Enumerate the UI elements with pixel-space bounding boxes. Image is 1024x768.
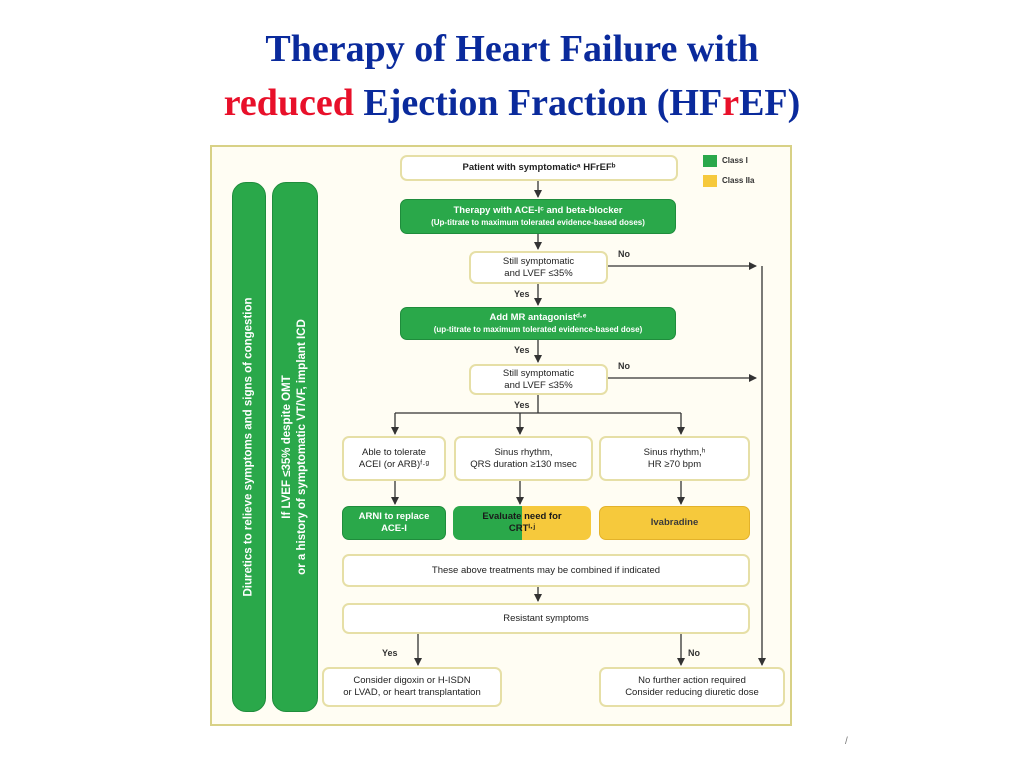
node-tolerate-acei: Able to tolerate ACEI (or ARB)ᶠ·ᵍ — [342, 436, 446, 481]
node-no-further-line1: No further action required — [638, 675, 746, 686]
node-combined: These above treatments may be combined i… — [342, 554, 750, 587]
icd-bar: If LVEF ≤35% despite OMT or a history of… — [272, 182, 318, 712]
node-sinus-hr: Sinus rhythm,ʰ HR ≥70 bpm — [599, 436, 750, 481]
legend-class1-label: Class I — [722, 156, 748, 165]
label-no-3: No — [688, 648, 700, 658]
node-resistant: Resistant symptoms — [342, 603, 750, 634]
page-number: / — [845, 736, 848, 747]
node-acei-betablocker: Therapy with ACE-Iᶜ and beta-blocker (Up… — [400, 199, 676, 234]
node-patient-symptomatic-text: Patient with symptomaticᵃ HFrEFᵇ — [462, 162, 616, 173]
icd-bar-text: If LVEF ≤35% despite OMT or a history of… — [280, 227, 310, 667]
node-decision-2-line1: Still symptomatic — [502, 367, 575, 379]
node-no-further: No further action required Consider redu… — [599, 667, 785, 707]
node-digoxin-line1: Consider digoxin or H-ISDN — [353, 675, 471, 686]
node-mra-subtitle: (up-titrate to maximum tolerated evidenc… — [433, 324, 643, 334]
legend-class2a-label: Class IIa — [722, 176, 755, 185]
node-mra-title: Add MR antagonistᵈ·ᵉ — [489, 311, 587, 323]
label-yes-4: Yes — [382, 648, 398, 658]
title-highlight-reduced: reduced — [223, 82, 354, 124]
node-mr-antagonist: Add MR antagonistᵈ·ᵉ (up-titrate to maxi… — [400, 307, 676, 340]
node-evaluate-crt-text: Evaluate need for CRTⁱ·ʲ — [453, 511, 591, 535]
label-no-2: No — [618, 361, 630, 371]
node-arni: ARNI to replace ACE-I — [342, 506, 446, 540]
legend-class2a-swatch — [703, 175, 717, 187]
node-acei-subtitle: (Up-titrate to maximum tolerated evidenc… — [431, 217, 645, 227]
node-evaluate-crt-class1 — [453, 506, 522, 540]
node-sinus-hr-line1: Sinus rhythm,ʰ — [643, 446, 706, 458]
page-title-line2: reduced Ejection Fraction (HFrEF) — [0, 81, 1024, 125]
icd-bar-line2: or a history of symptomatic VT/VF, impla… — [296, 319, 308, 575]
label-no-1: No — [618, 249, 630, 259]
node-decision-2: Still symptomatic and LVEF ≤35% — [469, 364, 608, 395]
legend-class1-swatch — [703, 155, 717, 167]
node-evaluate-crt-line1: Evaluate need for — [482, 511, 562, 522]
node-arni-line2: ACE-I — [381, 523, 407, 534]
diuretics-bar-text: Diuretics to relieve symptoms and signs … — [242, 297, 255, 597]
node-resistant-text: Resistant symptoms — [503, 612, 589, 624]
node-ivabradine: Ivabradine — [599, 506, 750, 540]
title-mid: Ejection Fraction (HF — [353, 82, 723, 124]
node-evaluate-crt: Evaluate need for CRTⁱ·ʲ — [453, 506, 591, 540]
node-decision-1-line1: Still symptomatic — [502, 255, 575, 267]
node-digoxin-line2: or LVAD, or heart transplantation — [343, 687, 481, 698]
label-yes-1: Yes — [514, 289, 530, 299]
label-yes-2: Yes — [514, 345, 530, 355]
title-end: EF) — [739, 82, 801, 124]
node-digoxin: Consider digoxin or H-ISDN or LVAD, or h… — [322, 667, 502, 707]
node-tolerate-acei-line2: ACEI (or ARB)ᶠ·ᵍ — [358, 458, 430, 470]
diuretics-bar: Diuretics to relieve symptoms and signs … — [232, 182, 266, 712]
node-combined-text: These above treatments may be combined i… — [431, 564, 661, 576]
icd-bar-line1: If LVEF ≤35% despite OMT — [281, 375, 293, 519]
node-ivabradine-text: Ivabradine — [650, 517, 699, 528]
title-highlight-r: r — [722, 82, 740, 124]
node-tolerate-acei-line1: Able to tolerate — [362, 446, 426, 458]
node-decision-2-line2: and LVEF ≤35% — [504, 379, 573, 391]
node-no-further-line2: Consider reducing diuretic dose — [625, 687, 759, 698]
node-arni-line1: ARNI to replace — [358, 511, 430, 522]
node-acei-title: Therapy with ACE-Iᶜ and beta-blocker — [453, 204, 623, 216]
node-patient-symptomatic: Patient with symptomaticᵃ HFrEFᵇ — [400, 155, 678, 181]
node-sinus-hr-line2: HR ≥70 bpm — [647, 458, 702, 470]
page-title-line1: Therapy of Heart Failure with — [265, 28, 759, 70]
node-evaluate-crt-line2: CRTⁱ·ʲ — [508, 523, 536, 534]
node-sinus-qrs-line2: QRS duration ≥130 msec — [470, 458, 577, 470]
label-yes-3: Yes — [514, 400, 530, 410]
node-evaluate-crt-class2a — [522, 506, 591, 540]
node-decision-1: Still symptomatic and LVEF ≤35% — [469, 251, 608, 284]
node-sinus-qrs: Sinus rhythm, QRS duration ≥130 msec — [454, 436, 593, 481]
node-decision-1-line2: and LVEF ≤35% — [504, 267, 573, 279]
node-sinus-qrs-line1: Sinus rhythm, — [494, 446, 553, 458]
